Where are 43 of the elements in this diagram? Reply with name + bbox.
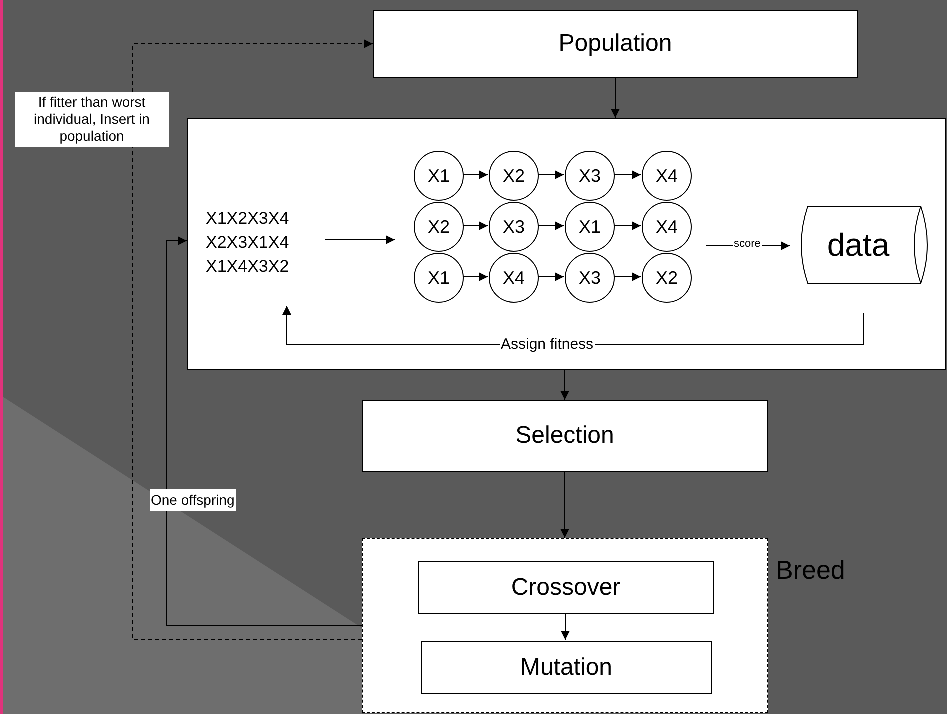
- node-label: X2: [502, 164, 526, 188]
- node-label: Selection: [516, 421, 614, 451]
- node-label: X1: [428, 266, 450, 290]
- edge-label: If fitter than worst individual, Insert in population: [15, 92, 169, 147]
- arrow: [614, 272, 642, 282]
- process-box: [418, 561, 714, 614]
- node-label: Crossover: [511, 572, 621, 602]
- node-label: Population: [558, 29, 672, 59]
- arrow: [614, 222, 642, 230]
- node-label: X3: [578, 266, 602, 290]
- group-heading: Breed: [776, 554, 846, 587]
- node-label: data: [827, 226, 891, 265]
- arrow: [462, 272, 488, 282]
- arrow: [560, 370, 570, 400]
- edge-label: Assign fitness: [500, 335, 595, 355]
- arrow: [538, 170, 564, 180]
- labeled-arrow: [166, 236, 362, 626]
- node-label: X3: [502, 216, 526, 238]
- node-label: X4: [656, 164, 678, 188]
- arrow: [324, 236, 396, 244]
- node-label: X4: [502, 266, 526, 290]
- node-label: X3: [578, 164, 602, 188]
- arrow: [561, 612, 570, 640]
- labeled-arrow: [132, 40, 374, 640]
- arrow: [614, 170, 642, 180]
- node-label: Mutation: [520, 652, 613, 682]
- arrow: [538, 222, 564, 230]
- panel-box: [187, 118, 946, 370]
- node-label: X4: [656, 216, 678, 238]
- process-box: [421, 641, 712, 694]
- sequence-list: X1X2X3X4 X2X3X1X4 X1X4X3X2: [206, 207, 318, 287]
- arrow: [560, 472, 570, 538]
- node-label: X1: [428, 164, 450, 188]
- process-box: [362, 400, 768, 472]
- arrow: [462, 222, 488, 230]
- arrow: [538, 272, 564, 282]
- process-box: [373, 10, 858, 78]
- node-label: X2: [656, 266, 678, 290]
- arrow: [462, 170, 488, 180]
- edge-label: One offspring: [150, 489, 236, 511]
- node-label: X2: [428, 216, 450, 238]
- arrow: [611, 78, 620, 118]
- node-label: X1: [578, 216, 602, 238]
